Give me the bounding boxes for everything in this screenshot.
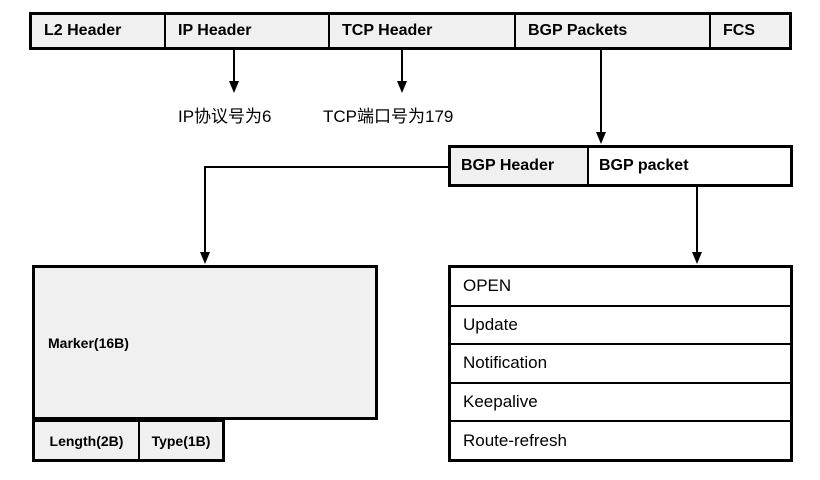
arrow-ip-protocol <box>229 50 239 93</box>
frame-cell-label: TCP Header <box>342 22 433 39</box>
packet-type-row-update: Update <box>451 307 790 346</box>
note-tcp-port: TCP端口号为179 <box>323 107 454 126</box>
note-ip-protocol: IP协议号为6 <box>178 107 272 126</box>
packet-type-label: Keepalive <box>463 392 538 412</box>
length-type-row: Length(2B) Type(1B) <box>32 419 225 462</box>
length-field-cell: Length(2B) <box>35 422 140 459</box>
packet-type-row-route-refresh: Route-refresh <box>451 422 790 459</box>
packet-type-label: OPEN <box>463 276 512 296</box>
bgp-packet-type-list: OPEN Update Notification Keepalive Route… <box>448 265 793 462</box>
frame-cell-ip-header: IP Header <box>166 15 330 47</box>
arrow-bgp-packet-to-types <box>692 187 702 264</box>
bgp-header-label: BGP Header <box>461 157 555 174</box>
frame-cell-label: L2 Header <box>44 22 122 39</box>
packet-type-row-open: OPEN <box>451 268 790 307</box>
packet-type-label: Route-refresh <box>463 430 567 450</box>
marker-field-box: Marker(16B) <box>32 265 378 420</box>
frame-encapsulation-table: L2 Header IP Header TCP Header BGP Packe… <box>29 12 792 50</box>
packet-type-row-keepalive: Keepalive <box>451 384 790 423</box>
frame-cell-label: IP Header <box>178 22 252 39</box>
type-label: Type(1B) <box>151 432 211 449</box>
packet-type-label: Update <box>463 314 518 334</box>
frame-cell-bgp-packets: BGP Packets <box>516 15 711 47</box>
marker-label: Marker(16B) <box>48 334 129 351</box>
bgp-message-box: BGP Header BGP packet <box>448 145 793 187</box>
bgp-packet-cell: BGP packet <box>589 148 790 184</box>
frame-cell-fcs: FCS <box>711 15 789 47</box>
arrow-tcp-port <box>397 50 407 93</box>
bgp-packet-label: BGP packet <box>599 157 689 174</box>
packet-type-row-notification: Notification <box>451 345 790 384</box>
length-label: Length(2B) <box>49 432 124 449</box>
frame-cell-l2-header: L2 Header <box>32 15 166 47</box>
packet-type-label: Notification <box>463 353 548 373</box>
type-field-cell: Type(1B) <box>140 422 222 459</box>
arrow-bgp-packets <box>596 50 606 144</box>
arrow-bgp-header-to-marker <box>200 166 448 264</box>
frame-cell-label: FCS <box>723 22 755 39</box>
frame-cell-label: BGP Packets <box>528 22 628 39</box>
bgp-header-cell: BGP Header <box>451 148 589 184</box>
frame-cell-tcp-header: TCP Header <box>330 15 516 47</box>
